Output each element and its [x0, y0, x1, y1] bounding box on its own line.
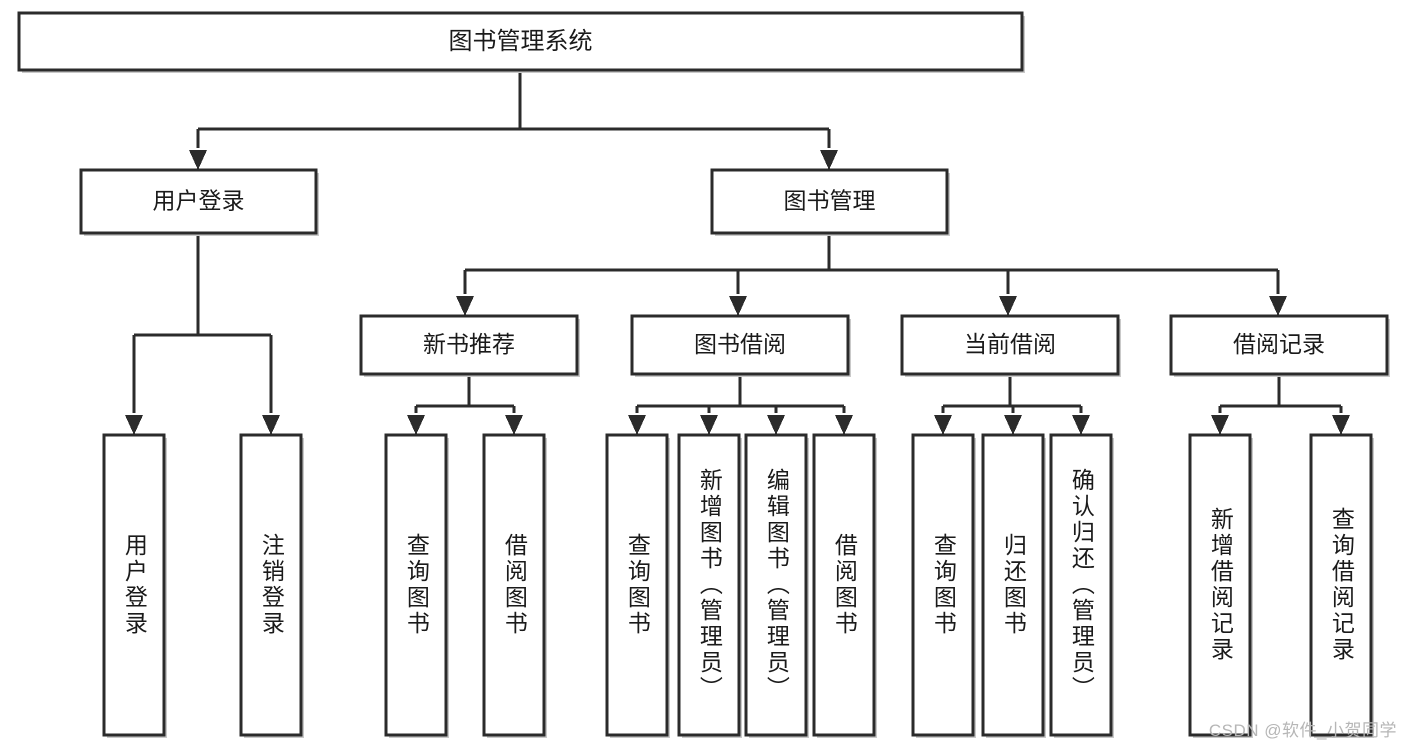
arrow-head-icon — [700, 415, 718, 435]
node-book-manage-label: 图书管理 — [784, 188, 876, 214]
arrow-head-icon — [1269, 296, 1287, 316]
arrow-head-icon — [934, 415, 952, 435]
arrow-head-icon — [999, 296, 1017, 316]
node-leaf-user-login[interactable] — [102, 433, 166, 737]
node-leaf-logout[interactable] — [239, 433, 303, 737]
watermark-text: CSDN @软件_小贺同学 — [1208, 721, 1397, 740]
node-current-borrow-label: 当前借阅 — [964, 331, 1056, 357]
arrow-head-icon — [628, 415, 646, 435]
arrow-head-icon — [820, 150, 838, 170]
arrow-head-icon — [505, 415, 523, 435]
node-new-book-rec-label: 新书推荐 — [423, 331, 515, 357]
arrow-head-icon — [1004, 415, 1022, 435]
node-leaf-rec-borrow[interactable] — [482, 433, 546, 737]
arrow-head-icon — [1211, 415, 1229, 435]
node-root-label: 图书管理系统 — [449, 28, 593, 55]
arrow-head-icon — [407, 415, 425, 435]
arrow-head-icon — [125, 415, 143, 435]
node-user-login-label: 用户登录 — [153, 188, 245, 214]
node-current-borrow[interactable] — [900, 314, 1120, 376]
node-leaf-bb-add[interactable] — [677, 433, 741, 737]
node-box-layer — [17, 11, 1390, 738]
node-user-login[interactable] — [79, 168, 318, 235]
connector-layer — [125, 70, 1350, 435]
node-leaf-br-query[interactable] — [1309, 433, 1373, 737]
node-new-book-rec[interactable] — [359, 314, 579, 376]
node-leaf-bb-edit[interactable] — [744, 433, 808, 737]
arrow-head-icon — [835, 415, 853, 435]
node-leaf-bb-borrow[interactable] — [812, 433, 876, 737]
arrow-head-icon — [456, 296, 474, 316]
node-leaf-br-add[interactable] — [1188, 433, 1252, 737]
arrow-head-icon — [189, 150, 207, 170]
node-borrow-record[interactable] — [1169, 314, 1389, 376]
node-leaf-rec-query[interactable] — [384, 433, 448, 737]
node-leaf-cb-return[interactable] — [981, 433, 1045, 737]
node-leaf-cb-query[interactable] — [911, 433, 975, 737]
arrow-head-icon — [262, 415, 280, 435]
node-leaf-cb-confirm[interactable] — [1049, 433, 1113, 737]
node-book-borrow-label: 图书借阅 — [694, 331, 786, 357]
arrow-head-icon — [1072, 415, 1090, 435]
node-leaf-bb-query[interactable] — [605, 433, 669, 737]
arrow-head-icon — [729, 296, 747, 316]
node-borrow-record-label: 借阅记录 — [1233, 331, 1325, 357]
arrow-head-icon — [1332, 415, 1350, 435]
node-book-manage[interactable] — [710, 168, 949, 235]
arrow-head-icon — [767, 415, 785, 435]
node-root[interactable] — [17, 11, 1024, 72]
node-book-borrow[interactable] — [630, 314, 850, 376]
